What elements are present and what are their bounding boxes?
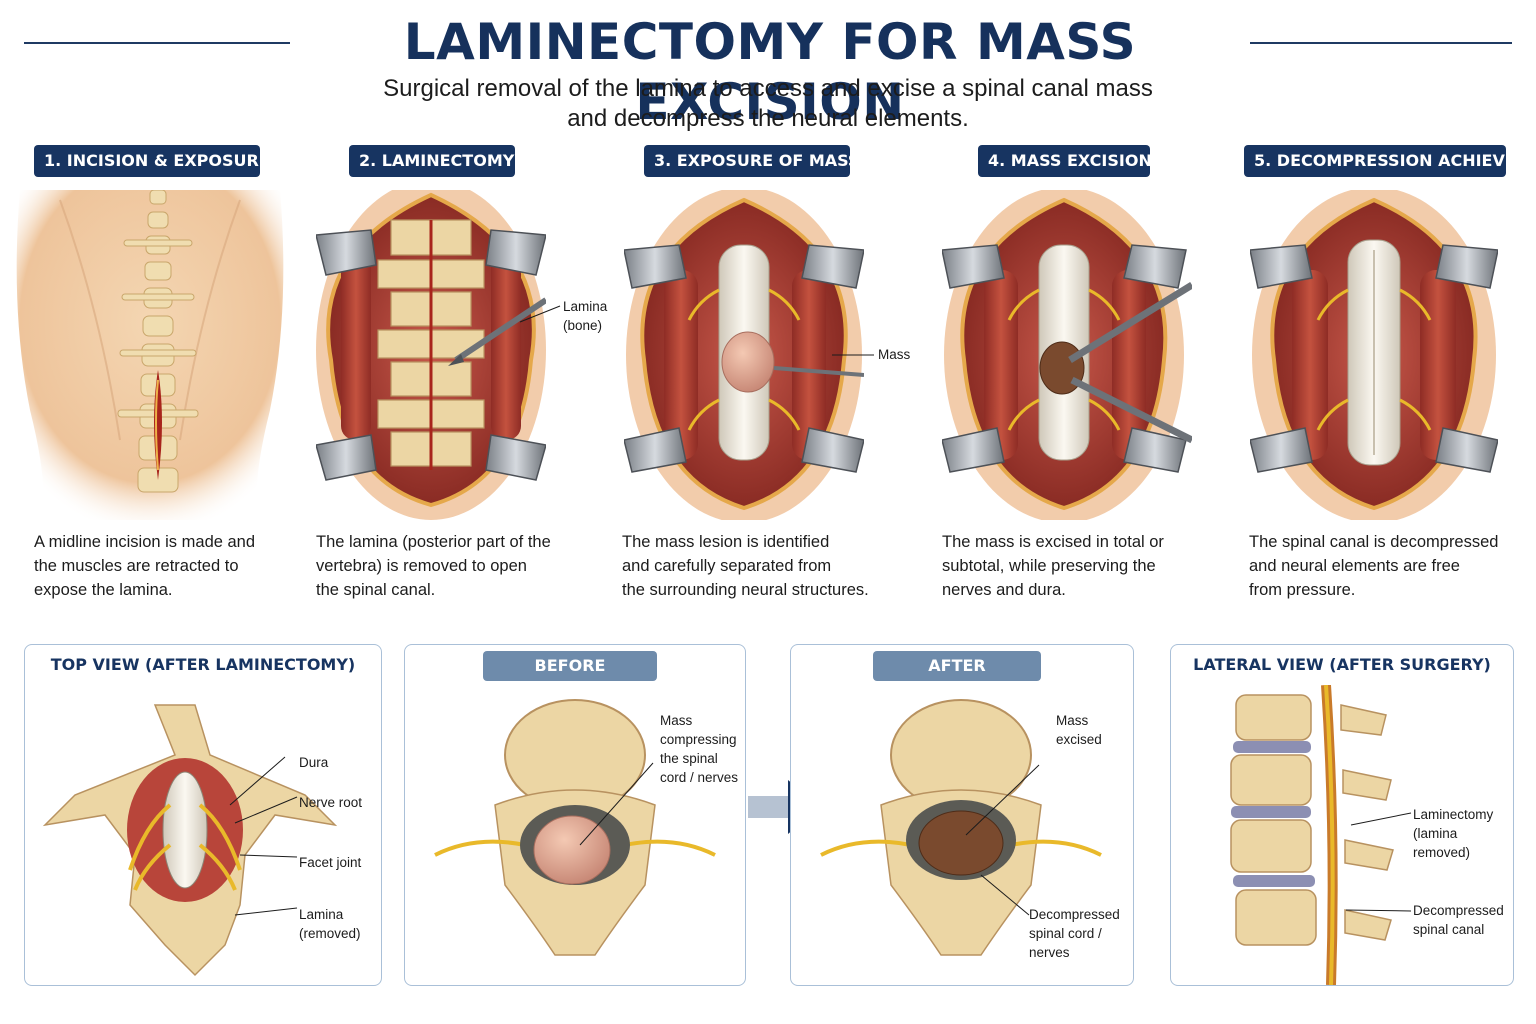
page-subtitle: Surgical removal of the lamina to access… <box>300 74 1236 134</box>
lateral-view-title: LATERAL VIEW (AFTER SURGERY) <box>1193 655 1491 674</box>
step-4-badge: 4. MASS EXCISION <box>978 145 1152 177</box>
step-3-badge: 3. EXPOSURE OF MASS <box>644 145 859 177</box>
top-view-title: TOP VIEW (AFTER LAMINECTOMY) <box>50 655 356 674</box>
title-divider-left <box>24 42 290 44</box>
top-view-box: TOP VIEW (AFTER LAMINECTOMY) Dura Nerve … <box>24 644 382 986</box>
title-row: LAMINECTOMY FOR MASS EXCISION <box>0 12 1536 131</box>
step-3-illustration <box>624 190 864 520</box>
mass <box>721 331 775 393</box>
label-mass-compressing: Mass compressing the spinal cord / nerve… <box>660 713 739 785</box>
label-decompressed-canal: Decompressed spinal canal <box>1413 903 1504 937</box>
label-nerve-root: Nerve root <box>299 795 363 810</box>
step-2-description: The lamina (posterior part of the verteb… <box>316 533 551 599</box>
step-1-illustration <box>0 190 296 520</box>
mass-compressing <box>533 815 611 885</box>
label-facet-joint: Facet joint <box>299 855 362 870</box>
dura-shape <box>162 771 208 889</box>
mass-callout-line <box>832 354 874 356</box>
lamina-callout: Lamina (bone) <box>563 299 608 333</box>
after-surgery-badge: AFTER SURGERY <box>873 651 1041 705</box>
step-1-badge: 1. INCISION & EXPOSURE <box>34 145 270 177</box>
mass-callout: Mass <box>878 347 911 362</box>
title-divider-right <box>1250 42 1512 44</box>
label-decompressed-cord: Decompressed spinal cord / nerves <box>1029 907 1120 960</box>
before-surgery-badge: BEFORE SURGERY <box>483 651 657 705</box>
step-4-description: The mass is excised in total or subtotal… <box>942 533 1164 599</box>
spine-column <box>117 190 199 493</box>
label-dura: Dura <box>299 755 329 770</box>
page-title: LAMINECTOMY FOR MASS EXCISION <box>403 13 1137 131</box>
step-3-description: The mass lesion is identified and carefu… <box>622 533 869 599</box>
step-5-illustration <box>1250 190 1498 520</box>
subtitle-line-1: Surgical removal of the lamina to access… <box>383 75 1153 102</box>
step-1-description: A midline incision is made and the muscl… <box>34 533 256 599</box>
label-lamina-removed: Lamina (removed) <box>299 907 361 941</box>
excised-cavity <box>918 810 1004 876</box>
subtitle-line-2: and decompress the neural elements. <box>567 105 969 132</box>
step-2-illustration <box>316 190 546 520</box>
lamina-callout-line <box>519 305 561 323</box>
lateral-view-box: LATERAL VIEW (AFTER SURGERY) Laminectomy… <box>1170 644 1514 986</box>
step-5-badge: 5. DECOMPRESSION ACHIEVED <box>1244 145 1529 177</box>
step-2-badge: 2. LAMINECTOMY <box>349 145 515 177</box>
before-surgery-box: BEFORE SURGERY Mass compressing the spin… <box>404 644 746 986</box>
step-5-description: The spinal canal is decompressed and neu… <box>1249 533 1499 599</box>
label-laminectomy: Laminectomy (lamina removed) <box>1413 807 1494 860</box>
step-4-illustration <box>942 190 1192 520</box>
after-surgery-box: AFTER SURGERY Mass excised Decompressed … <box>790 644 1134 986</box>
label-mass-excised: Mass excised <box>1056 713 1102 747</box>
